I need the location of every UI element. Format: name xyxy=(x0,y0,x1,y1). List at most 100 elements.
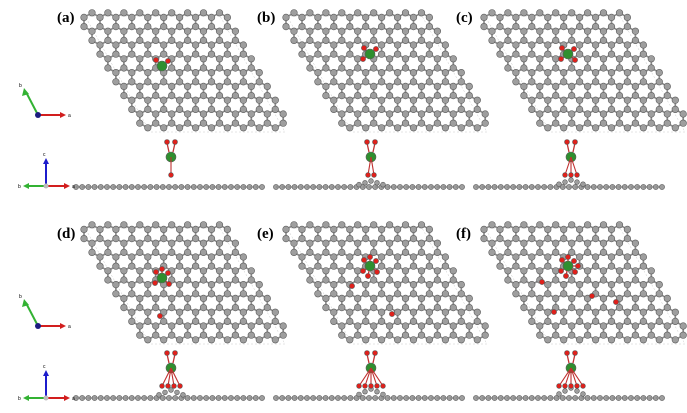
carbon-atom xyxy=(394,78,402,86)
carbon-atom xyxy=(655,308,663,316)
axis-triad-side-2: c b a xyxy=(18,364,75,402)
carbon-atom xyxy=(144,281,152,289)
carbon-atom xyxy=(231,304,239,312)
carbon-atom xyxy=(330,317,338,326)
carbon-atom xyxy=(136,248,144,256)
metal-atom xyxy=(156,272,168,284)
carbon-atom xyxy=(599,239,608,247)
carbon-atom xyxy=(223,68,231,77)
carbon-atom xyxy=(663,331,671,339)
oxygen-atom xyxy=(559,45,565,51)
carbon-atom xyxy=(623,105,632,113)
carbon-atom xyxy=(144,78,152,86)
carbon-atom xyxy=(647,331,655,339)
carbon-atom xyxy=(599,64,608,72)
carbon-atom xyxy=(239,105,247,113)
carbon-atom xyxy=(623,41,632,49)
carbon-atom xyxy=(583,276,592,284)
carbon-atom xyxy=(425,78,434,86)
carbon-atom xyxy=(552,322,560,330)
carbon-atom xyxy=(591,78,600,86)
carbon-atom xyxy=(271,336,279,344)
carbon-atom xyxy=(386,9,394,17)
carbon-atom xyxy=(528,68,536,77)
bond xyxy=(370,156,375,176)
carbon-atom xyxy=(144,41,152,49)
carbon-atom xyxy=(255,96,263,104)
carbon-atom xyxy=(346,225,354,233)
carbon-atom xyxy=(574,179,580,185)
bond xyxy=(570,367,578,387)
carbon-atom xyxy=(544,96,552,104)
carbon-atom xyxy=(120,55,128,63)
carbon-atom xyxy=(583,248,592,256)
carbon-atom xyxy=(207,336,216,344)
carbon-atom xyxy=(623,23,632,31)
carbon-atom xyxy=(496,13,504,21)
oxygen-atom xyxy=(361,257,367,263)
carbon-atom xyxy=(425,50,434,58)
carbon-atom xyxy=(575,253,584,261)
oxygen-atom xyxy=(562,172,568,178)
carbon-atom xyxy=(528,281,536,289)
carbon-atom xyxy=(112,235,120,243)
carbon-atom xyxy=(591,262,600,270)
carbon-atom xyxy=(401,248,410,256)
carbon-atom xyxy=(560,96,568,104)
carbon-atom xyxy=(575,96,584,104)
carbon-atom xyxy=(120,82,128,90)
carbon-atom xyxy=(152,119,160,127)
carbon-atom xyxy=(378,235,386,243)
carbon-atom xyxy=(575,235,584,243)
carbon-atom xyxy=(184,267,192,275)
carbon-atom xyxy=(362,23,370,31)
carbon-atom xyxy=(192,308,200,316)
carbon-atom xyxy=(386,267,394,275)
carbon-atom xyxy=(180,392,186,398)
carbon-atom xyxy=(231,91,239,100)
carbon-atom xyxy=(378,13,386,21)
carbon-atom xyxy=(136,239,144,247)
carbon-atom xyxy=(623,253,632,261)
carbon-atom xyxy=(560,317,568,326)
carbon-atom xyxy=(552,221,560,229)
carbon-atom xyxy=(552,248,560,256)
carbon-atom xyxy=(504,239,512,247)
carbon-atom xyxy=(338,267,346,275)
carbon-atom xyxy=(330,290,338,298)
carbon-atom xyxy=(362,78,370,86)
carbon-atom xyxy=(394,124,402,132)
axis-label-a: a xyxy=(68,324,71,330)
carbon-atom xyxy=(417,119,426,127)
carbon-atom xyxy=(631,294,640,303)
carbon-atom xyxy=(136,91,144,100)
carbon-atom xyxy=(480,225,488,233)
carbon-atom xyxy=(346,317,354,326)
carbon-atom xyxy=(354,36,362,45)
carbon-atom xyxy=(370,322,378,330)
carbon-atom xyxy=(199,119,208,127)
carbon-atom xyxy=(346,124,354,132)
carbon-atom xyxy=(128,225,136,233)
carbon-atom xyxy=(417,110,426,118)
carbon-atom xyxy=(663,82,671,90)
carbon-atom xyxy=(679,331,687,339)
carbon-atom xyxy=(314,41,322,49)
carbon-atom xyxy=(160,13,168,21)
carbon-atom xyxy=(231,64,239,72)
carbon-atom xyxy=(480,13,488,21)
carbon-atom xyxy=(536,82,544,90)
unit-cell-outline xyxy=(484,227,686,345)
carbon-atom xyxy=(330,262,338,270)
carbon-atom xyxy=(306,239,314,247)
carbon-atom xyxy=(207,281,216,289)
carbon-atom xyxy=(247,331,255,339)
carbon-atom xyxy=(346,13,354,21)
carbon-atom xyxy=(184,82,192,90)
unit-cell-outline xyxy=(84,15,286,133)
carbon-atom xyxy=(591,253,600,261)
oxygen-atom xyxy=(165,270,171,276)
carbon-atom xyxy=(136,9,144,17)
carbon-atom xyxy=(544,23,552,31)
carbon-atom xyxy=(583,36,592,45)
